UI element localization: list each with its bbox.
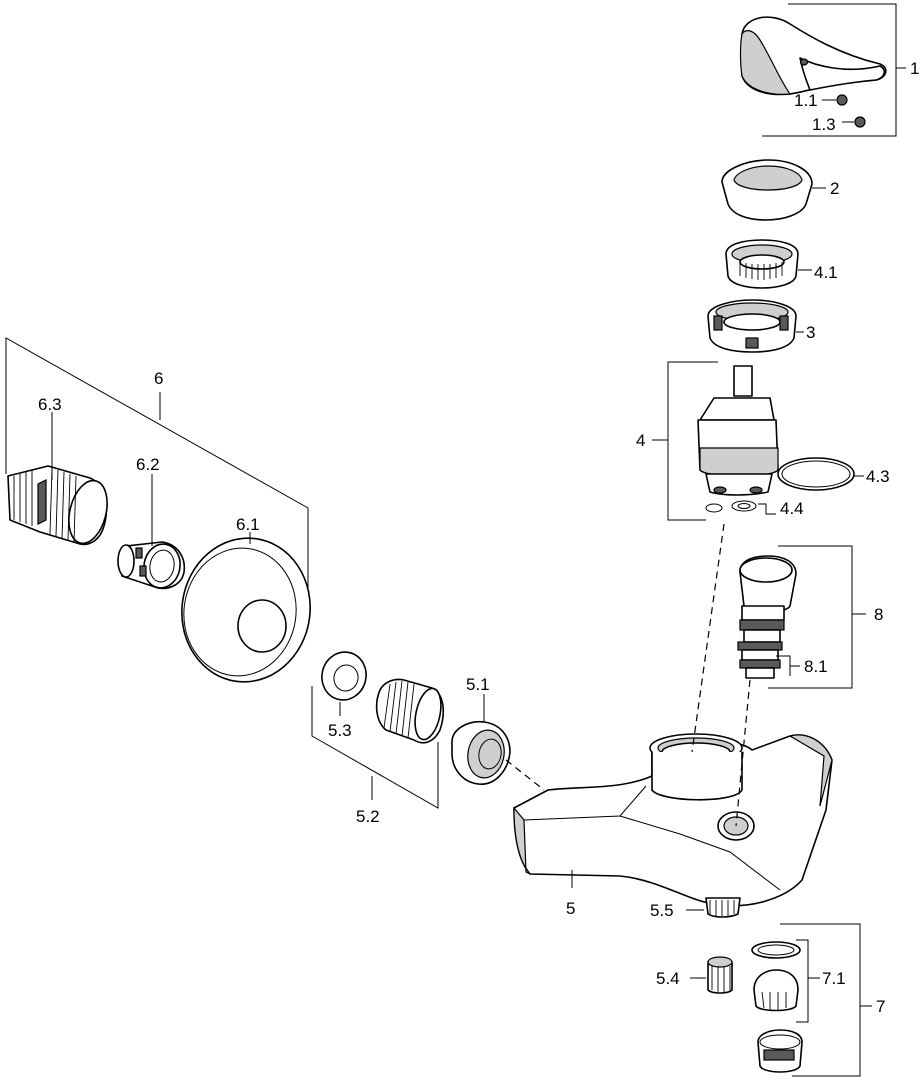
label-2: 2	[830, 179, 839, 198]
label-6: 6	[154, 369, 163, 388]
axis-line-diverter	[735, 679, 751, 827]
threaded-nipple	[375, 678, 445, 744]
rosette	[181, 532, 311, 683]
bracket-6	[5, 337, 309, 612]
label-1-3: 1.3	[812, 115, 836, 134]
cover-cap	[721, 159, 826, 221]
label-6-2: 6.2	[136, 455, 160, 474]
label-4-1: 4.1	[814, 263, 838, 282]
label-8-1: 8.1	[804, 657, 828, 676]
label-4-3: 4.3	[866, 467, 890, 486]
label-5-1: 5.1	[466, 675, 490, 694]
axis-line-nut	[505, 759, 545, 791]
label-1: 1	[910, 59, 919, 78]
cartridge	[652, 361, 864, 521]
label-4-4: 4.4	[780, 499, 804, 518]
lever-handle	[739, 3, 906, 137]
label-6-1: 6.1	[236, 515, 260, 534]
label-5-2: 5.2	[356, 807, 380, 826]
label-5-3: 5.3	[328, 721, 352, 740]
label-6-3: 6.3	[38, 395, 62, 414]
bracket-5-2	[311, 686, 439, 809]
label-1-1: 1.1	[794, 91, 818, 110]
cartridge-nut	[707, 299, 804, 353]
washer-ring	[321, 651, 367, 716]
label-4: 4	[636, 431, 645, 450]
label-7: 7	[876, 997, 885, 1016]
label-3: 3	[806, 323, 815, 342]
label-5: 5	[566, 899, 575, 918]
label-8: 8	[874, 605, 883, 624]
flow-insert	[690, 956, 733, 994]
diverter	[737, 545, 866, 689]
threaded-connector	[7, 412, 108, 546]
label-5-4: 5.4	[656, 969, 680, 988]
label-5-5: 5.5	[650, 901, 674, 920]
union-nut	[451, 694, 511, 785]
flow-sleeve	[117, 474, 186, 590]
threaded-ring	[725, 239, 812, 289]
axis-line-cartridge	[691, 523, 725, 753]
mixer-body	[513, 733, 833, 918]
aerator-group	[751, 923, 872, 1077]
label-7-1: 7.1	[822, 969, 846, 988]
